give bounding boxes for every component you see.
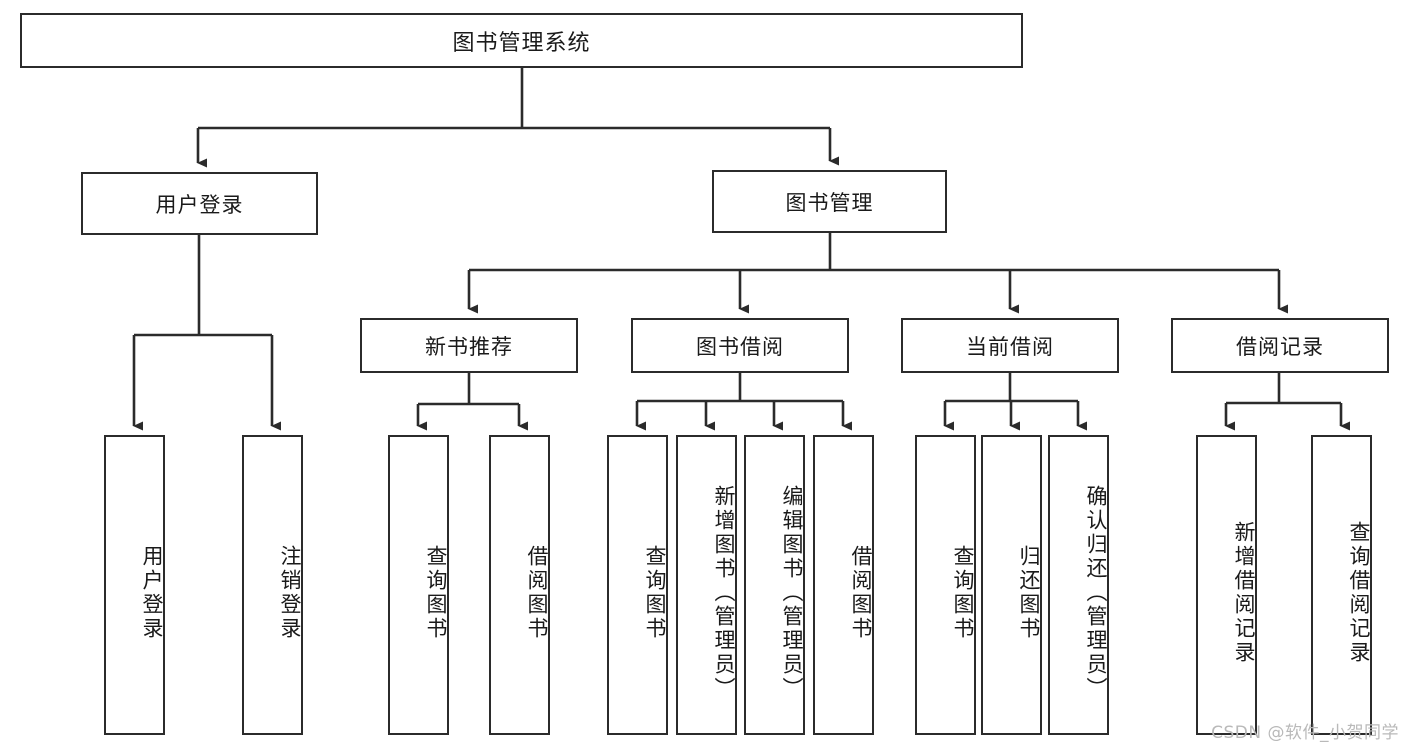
leaf-book-borrow-edit-book-admin[interactable]: 编辑图书（管理员） bbox=[744, 435, 805, 735]
leaf-book-borrow-query-book[interactable]: 查询图书 bbox=[607, 435, 668, 735]
node-book-borrow[interactable]: 图书借阅 bbox=[631, 318, 849, 373]
node-root-book-management-system[interactable]: 图书管理系统 bbox=[20, 13, 1023, 68]
leaf-book-borrow-borrow-book[interactable]: 借阅图书 bbox=[813, 435, 874, 735]
node-current-borrow[interactable]: 当前借阅 bbox=[901, 318, 1119, 373]
leaf-current-borrow-confirm-return-admin[interactable]: 确认归还（管理员） bbox=[1048, 435, 1109, 735]
node-new-book-recommend[interactable]: 新书推荐 bbox=[360, 318, 578, 373]
leaf-current-borrow-query-book[interactable]: 查询图书 bbox=[915, 435, 976, 735]
leaf-borrow-record-query-record[interactable]: 查询借阅记录 bbox=[1311, 435, 1372, 735]
leaf-user-login-logout[interactable]: 注销登录 bbox=[242, 435, 303, 735]
leaf-new-book-query-book[interactable]: 查询图书 bbox=[388, 435, 449, 735]
leaf-new-book-borrow-book[interactable]: 借阅图书 bbox=[489, 435, 550, 735]
node-user-login[interactable]: 用户登录 bbox=[81, 172, 318, 235]
node-book-management[interactable]: 图书管理 bbox=[712, 170, 947, 233]
leaf-user-login-login[interactable]: 用户登录 bbox=[104, 435, 165, 735]
leaf-current-borrow-return-book[interactable]: 归还图书 bbox=[981, 435, 1042, 735]
leaf-borrow-record-add-record[interactable]: 新增借阅记录 bbox=[1196, 435, 1257, 735]
node-borrow-record[interactable]: 借阅记录 bbox=[1171, 318, 1389, 373]
leaf-book-borrow-add-book-admin[interactable]: 新增图书（管理员） bbox=[676, 435, 737, 735]
csdn-watermark: CSDN @软件_小贺同学 bbox=[1211, 723, 1399, 743]
